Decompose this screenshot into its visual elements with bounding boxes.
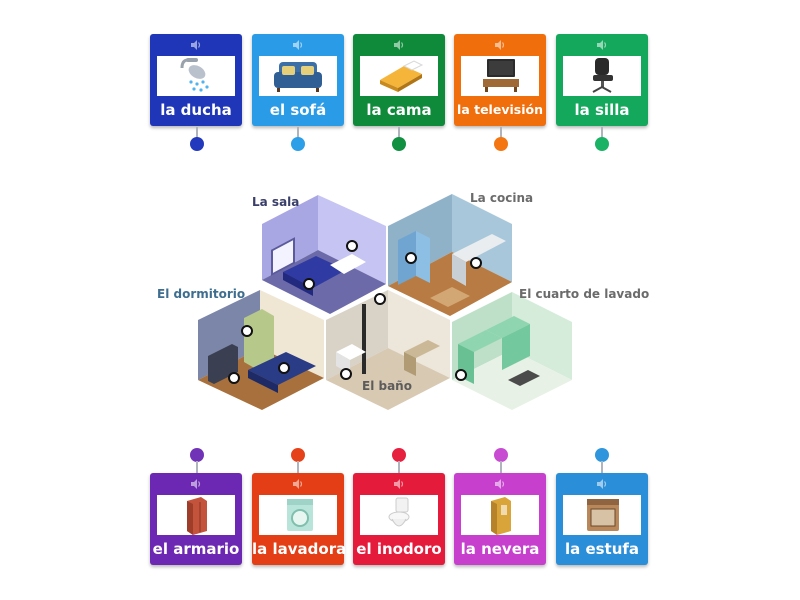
speaker-icon[interactable] [556, 478, 648, 490]
word-card-la-silla[interactable]: la silla [556, 34, 648, 126]
card-label: la televisión [457, 102, 543, 117]
connector-dot[interactable] [291, 137, 305, 151]
drop-target-pin[interactable] [340, 368, 352, 380]
card-label: la estufa [564, 540, 640, 558]
word-card-la-ducha[interactable]: la ducha [150, 34, 242, 126]
room-label-el-cuarto-de-lavado: El cuarto de lavado [519, 287, 650, 301]
speaker-icon[interactable] [353, 478, 445, 490]
connector-line [601, 127, 603, 139]
card-label: el sofá [269, 101, 327, 119]
word-card-el-inodoro[interactable]: el inodoro [353, 473, 445, 565]
connector-dot[interactable] [595, 448, 609, 462]
connector-dot[interactable] [494, 448, 508, 462]
card-label: el inodoro [356, 540, 442, 558]
wardrobe-icon [157, 495, 235, 535]
word-card-la-cama[interactable]: la cama [353, 34, 445, 126]
fridge-icon [461, 495, 539, 535]
card-label: la nevera [460, 540, 540, 558]
drop-target-pin[interactable] [455, 369, 467, 381]
drop-target-pin[interactable] [470, 257, 482, 269]
connector-dot[interactable] [595, 137, 609, 151]
toilet-icon [360, 495, 438, 535]
drop-target-pin[interactable] [405, 252, 417, 264]
connector-dot[interactable] [392, 448, 406, 462]
connector-line [196, 461, 198, 473]
card-label: la cama [366, 101, 432, 119]
connector-line [196, 127, 198, 139]
card-label: la ducha [160, 101, 232, 119]
connector-dot[interactable] [190, 137, 204, 151]
connector-line [500, 461, 502, 473]
connector-line [398, 127, 400, 139]
speaker-icon[interactable] [454, 39, 546, 51]
card-label: el armario [152, 540, 240, 558]
chair-icon [563, 56, 641, 96]
washing-machine-icon [259, 495, 337, 535]
connector-dot[interactable] [291, 448, 305, 462]
speaker-icon[interactable] [252, 478, 344, 490]
drop-target-pin[interactable] [241, 325, 253, 337]
speaker-icon[interactable] [150, 478, 242, 490]
word-card-el-armario[interactable]: el armario [150, 473, 242, 565]
card-label: la lavadora [252, 540, 347, 558]
connector-dot[interactable] [494, 137, 508, 151]
word-card-la-lavadora[interactable]: la lavadora [252, 473, 347, 565]
room-label-el-dormitorio: El dormitorio [157, 287, 246, 301]
television-icon [461, 56, 539, 96]
drop-target-pin[interactable] [303, 278, 315, 290]
connector-line [500, 127, 502, 139]
room-label-la-sala: La sala [252, 195, 300, 209]
connector-line [398, 461, 400, 473]
drop-target-pin[interactable] [346, 240, 358, 252]
drop-target-pin[interactable] [228, 372, 240, 384]
connector-dot[interactable] [392, 137, 406, 151]
shower-icon [157, 56, 235, 96]
stove-icon [563, 495, 641, 535]
speaker-icon[interactable] [353, 39, 445, 51]
sofa-icon [259, 56, 337, 96]
card-label: la silla [574, 101, 630, 119]
word-card-la-estufa[interactable]: la estufa [556, 473, 648, 565]
word-card-la-nevera[interactable]: la nevera [454, 473, 546, 565]
word-card-la-television[interactable]: la televisión [454, 34, 546, 126]
connector-dot[interactable] [190, 448, 204, 462]
connector-line [297, 461, 299, 473]
speaker-icon[interactable] [454, 478, 546, 490]
room-label-el-bano: El baño [362, 379, 412, 393]
connector-line [297, 127, 299, 139]
connector-line [601, 461, 603, 473]
drop-target-pin[interactable] [278, 362, 290, 374]
room-label-la-cocina: La cocina [470, 191, 534, 205]
word-card-el-sofa[interactable]: el sofá [252, 34, 344, 126]
speaker-icon[interactable] [556, 39, 648, 51]
drop-target-pin[interactable] [374, 293, 386, 305]
speaker-icon[interactable] [150, 39, 242, 51]
bed-icon [360, 56, 438, 96]
speaker-icon[interactable] [252, 39, 344, 51]
